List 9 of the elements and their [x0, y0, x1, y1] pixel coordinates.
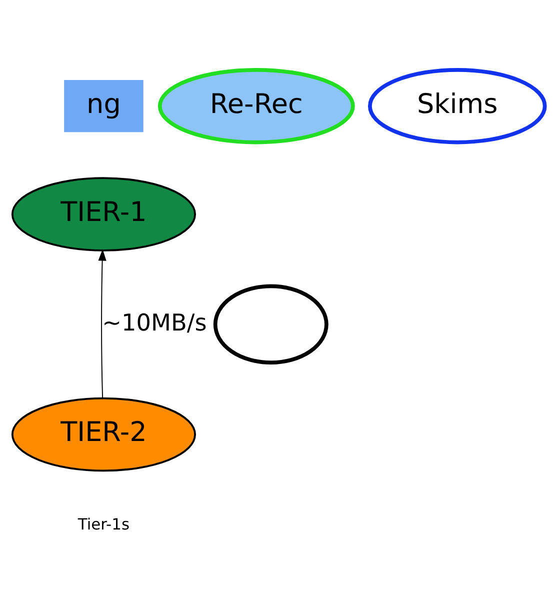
- node-ellipse: Re-Rec: [158, 67, 355, 144]
- edge-label: ~10MB/s: [102, 308, 207, 336]
- arrow: [98, 248, 106, 398]
- node-ellipse: TIER-2: [11, 396, 196, 472]
- node-ellipse: TIER-1: [11, 176, 196, 251]
- label: Tier-1s: [78, 514, 130, 533]
- node-ellipse: Skims: [368, 67, 547, 144]
- node-ellipse: [213, 284, 328, 364]
- node-box: ng: [64, 80, 144, 132]
